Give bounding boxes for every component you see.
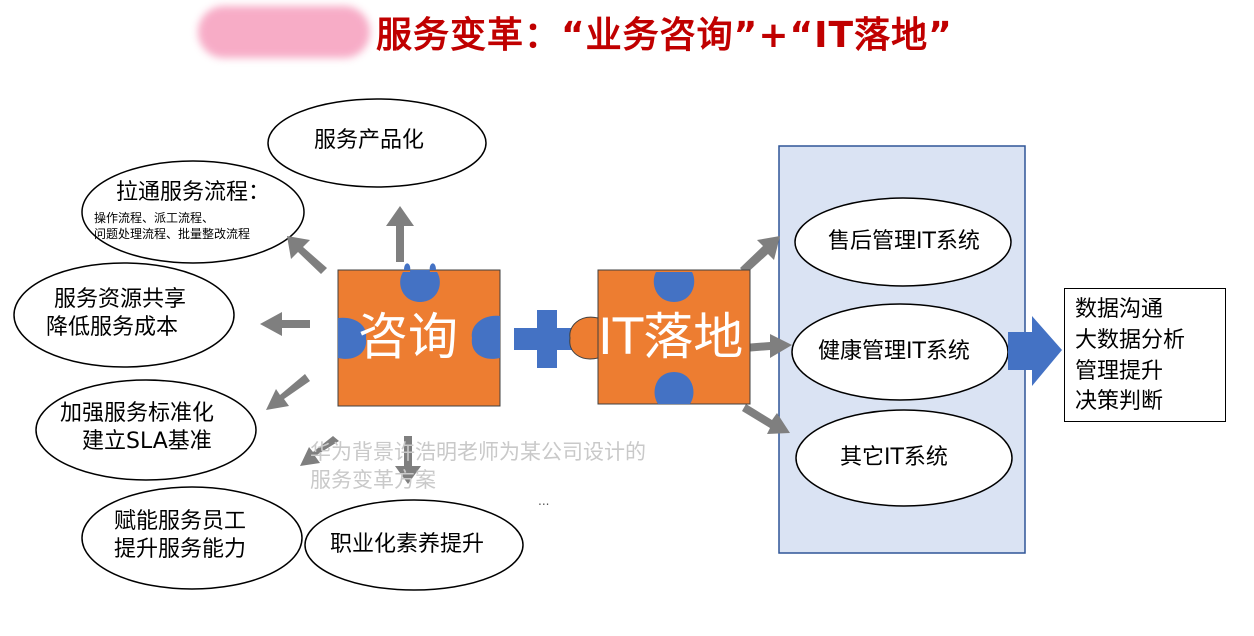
plus-connector bbox=[514, 310, 580, 368]
outcome-item: 决策判断 bbox=[1075, 389, 1164, 415]
arrow-down bbox=[395, 436, 421, 484]
label-empower-staff: 赋能服务员工 提升服务能力 bbox=[114, 508, 246, 563]
it-arrows bbox=[740, 236, 792, 434]
arrow-up-left bbox=[287, 236, 327, 274]
label-other-it: 其它IT系统 bbox=[840, 445, 948, 470]
empower-staff-line2: 提升服务能力 bbox=[114, 536, 247, 562]
ellipse-other-it bbox=[795, 409, 1013, 507]
watermark-line1: 华为背景许浩明老师为某公司设计的 bbox=[310, 440, 646, 464]
service-process-detail-line2: 问题处理流程、批量整改流程 bbox=[94, 227, 251, 242]
resource-sharing-line1: 服务资源共享 bbox=[54, 287, 187, 312]
label-service-productization: 服务产品化 bbox=[314, 128, 425, 153]
consult-puzzle-piece bbox=[337, 263, 501, 407]
it-puzzle-piece bbox=[569, 269, 751, 405]
arrow-to-aftersales bbox=[740, 236, 780, 274]
standardization-line1: 加强服务标准化 bbox=[60, 401, 215, 426]
ellipsis: ... bbox=[538, 494, 550, 508]
label-professionalism: 职业化素养提升 bbox=[330, 532, 485, 557]
label-service-process: 拉通服务流程： bbox=[116, 180, 271, 205]
resource-sharing-line2: 降低服务成本 bbox=[46, 314, 179, 340]
outcomes-box: 数据沟通 大数据分析 管理提升 决策判断 bbox=[1064, 288, 1226, 422]
ellipse-aftersales-it bbox=[794, 197, 1012, 287]
label-aftersales-it: 售后管理IT系统 bbox=[828, 229, 980, 254]
standardization-line2: 建立SLA基准 bbox=[82, 428, 212, 454]
label-health-it: 健康管理IT系统 bbox=[818, 339, 970, 364]
arrow-down-left-2 bbox=[300, 436, 339, 466]
arrow-to-other bbox=[742, 404, 790, 434]
ellipse-service-process bbox=[81, 160, 305, 264]
outcome-item: 数据沟通 bbox=[1075, 297, 1164, 322]
arrow-up bbox=[386, 206, 414, 262]
consult-label: 咨询 bbox=[358, 308, 458, 366]
label-standardization: 加强服务标准化 建立SLA基准 bbox=[60, 400, 214, 455]
service-process-detail: 操作流程、派工流程、 问题处理流程、批量整改流程 bbox=[94, 210, 250, 242]
ellipse-resource-sharing bbox=[13, 262, 235, 368]
page-title: 服务变革：“业务咨询”+“IT落地” bbox=[376, 15, 953, 56]
ellipse-standardization bbox=[35, 379, 257, 481]
watermark-line2: 服务变革方案 bbox=[310, 468, 436, 493]
ellipse-service-productization bbox=[267, 98, 487, 188]
outcome-arrow bbox=[1008, 316, 1062, 386]
outcome-item: 管理提升 bbox=[1075, 358, 1164, 384]
label-resource-sharing: 服务资源共享 降低服务成本 bbox=[38, 286, 186, 341]
redacted-logo-smear bbox=[198, 6, 370, 58]
it-landing-label: IT落地 bbox=[598, 308, 744, 366]
service-process-detail-line1: 操作流程、派工流程、 bbox=[94, 211, 215, 225]
consult-arrows bbox=[260, 206, 421, 484]
outcome-item: 大数据分析 bbox=[1075, 327, 1186, 353]
arrow-down-left bbox=[266, 374, 310, 410]
watermark: 华为背景许浩明老师为某公司设计的 服务变革方案 bbox=[310, 438, 646, 495]
arrow-to-health bbox=[744, 334, 792, 358]
arrow-left bbox=[260, 312, 310, 336]
empower-staff-line1: 赋能服务员工 bbox=[114, 509, 247, 534]
ellipse-empower-staff bbox=[81, 486, 303, 590]
ellipse-professionalism bbox=[304, 499, 524, 591]
